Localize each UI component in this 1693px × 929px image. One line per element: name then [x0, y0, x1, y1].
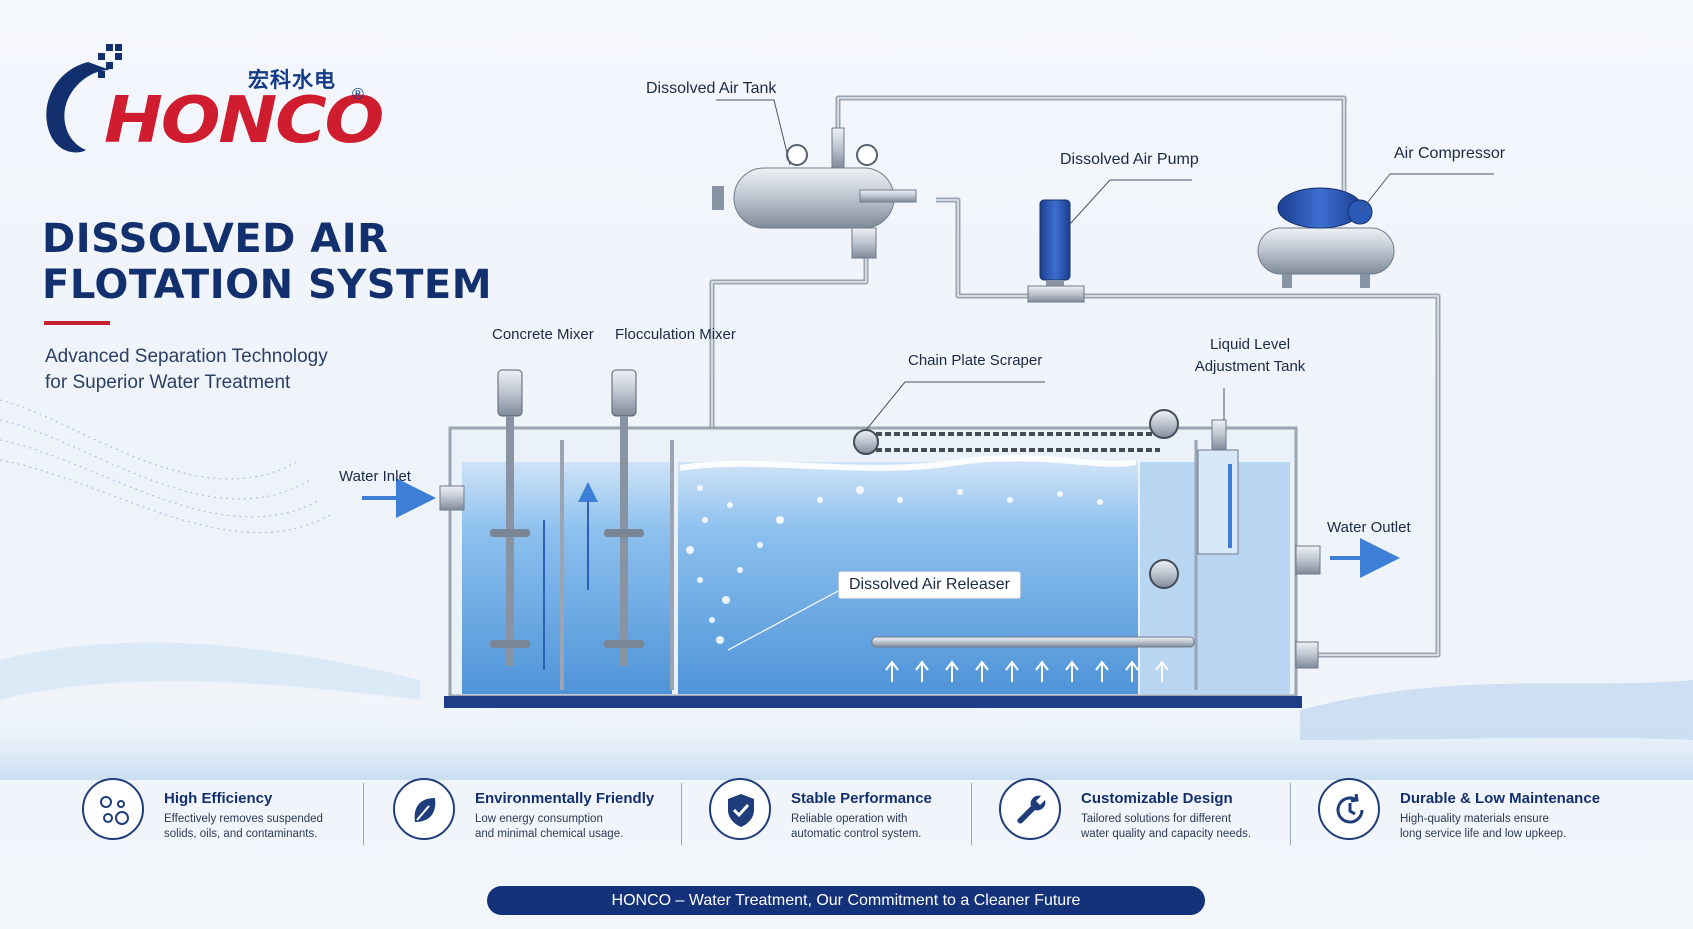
label-dissolved-air-pump: Dissolved Air Pump [1060, 151, 1199, 168]
feature-desc: Effectively removes suspended solids, oil… [164, 812, 354, 842]
feature-divider [971, 783, 972, 845]
shield-check-icon [709, 778, 771, 840]
subtitle: Advanced Separation Technology for Super… [45, 344, 405, 396]
bottom-wave-decor [0, 686, 1693, 780]
label-dissolved-air-releaser: Dissolved Air Releaser [838, 571, 1021, 599]
brand-name-cn: 宏科水电 [248, 68, 336, 92]
inlet-nozzle [439, 485, 465, 511]
aeration-header [871, 636, 1195, 648]
feature-environmentally-friendly: Environmentally Friendly Low energy cons… [393, 778, 673, 848]
outlet-nozzle [1295, 545, 1321, 575]
wrench-icon [999, 778, 1061, 840]
feature-divider [363, 783, 364, 845]
label-air-compressor: Air Compressor [1394, 145, 1506, 162]
feature-divider [1290, 783, 1291, 845]
feature-title: High Efficiency [164, 790, 273, 807]
label-concrete-mixer: Concrete Mixer [492, 326, 594, 343]
air-compressor-unit [1257, 187, 1395, 288]
page-title: DISSOLVED AIR FLOTATION SYSTEM [42, 216, 492, 308]
clock-refresh-icon [1318, 778, 1380, 840]
right-wave-decor [1300, 680, 1693, 740]
label-liquid-level-line-2: Adjustment Tank [1194, 358, 1306, 375]
feature-title: Stable Performance [791, 790, 932, 807]
feature-desc-line-2: solids, oils, and contaminants. [164, 828, 318, 840]
feature-desc: Low energy consumption and minimal chemic… [475, 812, 665, 842]
dissolved-air-tank-vessel [712, 127, 917, 259]
subtitle-line-2: for Superior Water Treatment [45, 372, 291, 393]
leaf-icon [393, 778, 455, 840]
chain-plate-scraper [853, 409, 1179, 589]
label-leaders [716, 99, 1494, 431]
feature-durable-low-maintenance: Durable & Low Maintenance High-quality m… [1318, 778, 1618, 848]
title-line-1: DISSOLVED AIR [42, 216, 389, 262]
feature-desc: Tailored solutions for different water qu… [1081, 812, 1271, 842]
dotted-flow-lines [0, 399, 331, 534]
feature-desc-line-1: Tailored solutions for different [1081, 813, 1232, 825]
feature-desc-line-1: Low energy consumption [475, 813, 603, 825]
feature-desc-line-2: water quality and capacity needs. [1081, 828, 1252, 840]
feature-title: Environmentally Friendly [475, 790, 655, 807]
dissolved-air-pump-unit [1027, 199, 1085, 303]
brand-name: HONCO [104, 84, 384, 158]
label-water-outlet: Water Outlet [1327, 519, 1411, 536]
feature-desc-line-1: High-quality materials ensure [1400, 813, 1549, 825]
bubbles-icon [82, 778, 144, 840]
liquid-level-gauge [1197, 419, 1239, 555]
label-liquid-level-line-1: Liquid Level [1209, 336, 1291, 353]
bottom-outlet-nozzle [1295, 641, 1319, 669]
label-chain-plate-scraper: Chain Plate Scraper [908, 352, 1043, 369]
feature-stable-performance: Stable Performance Reliable operation wi… [709, 778, 969, 848]
registered-mark: ® [352, 86, 364, 103]
feature-high-efficiency: High Efficiency Effectively removes susp… [82, 778, 352, 848]
flotation-tank [444, 426, 1302, 708]
honco-logo-mark [46, 44, 122, 153]
upward-arrows [885, 660, 1169, 682]
label-dissolved-air-tank: Dissolved Air Tank [646, 80, 777, 97]
feature-title: Durable & Low Maintenance [1400, 790, 1601, 807]
flocculation-mixer-shaft [604, 369, 644, 666]
air-bubbles-plume [686, 485, 1103, 644]
feature-title: Customizable Design [1081, 790, 1233, 807]
feature-desc-line-1: Reliable operation with [791, 813, 908, 825]
feature-desc-line-2: long service life and low upkeep. [1400, 828, 1567, 840]
feature-desc: High-quality materials ensure long servic… [1400, 812, 1590, 842]
releaser-leader [727, 589, 841, 651]
feature-customizable-design: Customizable Design Tailored solutions f… [999, 778, 1289, 848]
title-line-2: FLOTATION SYSTEM [42, 262, 492, 308]
label-flocculation-mixer: Flocculation Mixer [615, 326, 736, 343]
label-water-inlet: Water Inlet [339, 468, 411, 485]
left-wave-decor [0, 642, 420, 700]
concrete-mixer-shaft [490, 369, 530, 666]
feature-desc-line-2: and minimal chemical usage. [475, 828, 624, 840]
feature-desc-line-1: Effectively removes suspended [164, 813, 323, 825]
subtitle-line-1: Advanced Separation Technology [45, 346, 328, 367]
feature-desc-line-2: automatic control system. [791, 828, 922, 840]
feature-desc: Reliable operation with automatic control… [791, 812, 981, 842]
footer-banner: HONCO – Water Treatment, Our Commitment … [487, 886, 1205, 915]
title-divider [44, 321, 110, 325]
feature-divider [681, 783, 682, 845]
label-liquid-level-adjustment-tank: Liquid Level Adjustment Tank [1190, 336, 1310, 375]
